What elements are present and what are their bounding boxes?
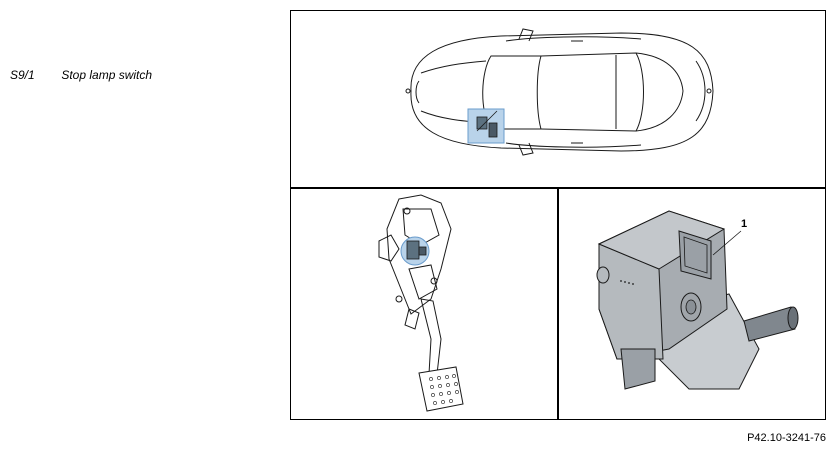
pedal-assembly-panel xyxy=(291,189,557,418)
vehicle-top-view xyxy=(405,28,714,156)
legend: S9/1 Stop lamp switch xyxy=(10,68,152,82)
legend-label: Stop lamp switch xyxy=(61,68,153,82)
pedal-pad xyxy=(418,366,464,412)
callout-number: 1 xyxy=(741,218,747,230)
callout-leader-line xyxy=(712,230,742,256)
diagram-frame: 1 xyxy=(290,10,826,420)
switch-on-pedal xyxy=(400,236,430,266)
legend-code: S9/1 xyxy=(10,68,35,82)
figure-reference: P42.10-3241-76 xyxy=(747,432,826,444)
stop-lamp-switch-detail: 1 xyxy=(596,210,799,390)
vehicle-top-view-panel xyxy=(291,11,824,187)
switch-detail-panel: 1 xyxy=(559,189,824,418)
switch-location-icon xyxy=(476,110,498,138)
brake-pedal-assembly xyxy=(378,194,464,412)
vertical-divider xyxy=(557,188,559,419)
